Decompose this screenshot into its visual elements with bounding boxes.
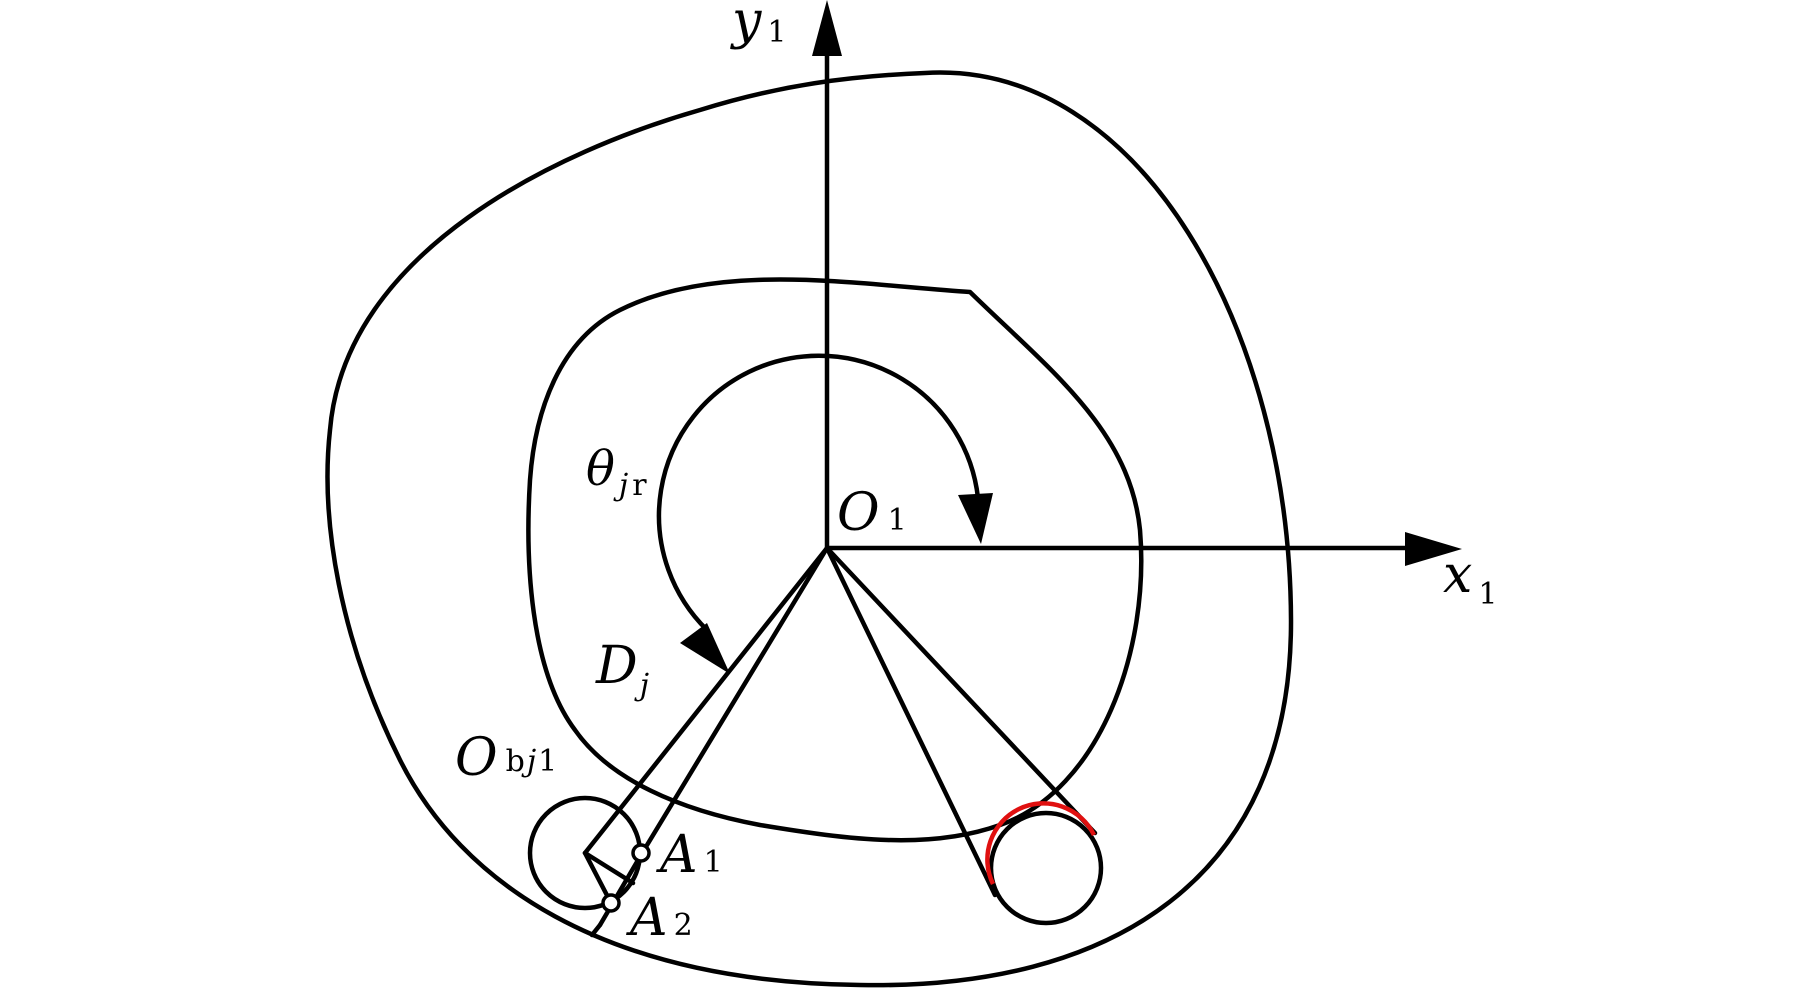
line-origin-to-roller-center	[582, 545, 830, 856]
dj-label: Dj	[595, 636, 649, 703]
outer-contour	[325, 70, 1294, 988]
theta-arc	[656, 353, 981, 633]
theta-arrowhead-bottom	[680, 623, 730, 674]
triangle-edge-1	[582, 850, 636, 886]
line-origin-to-a1	[638, 545, 830, 858]
line-a2-extension	[589, 922, 603, 938]
point-a1	[631, 843, 651, 863]
line-a1-to-a2	[597, 852, 644, 928]
inner-contour	[526, 277, 1144, 843]
right-roller-red-arc	[985, 801, 1097, 885]
point-a2	[601, 893, 621, 913]
line-origin-to-right-roller-right	[824, 545, 1098, 836]
right-roller-circle	[988, 810, 1104, 926]
y-axis-arrowhead	[812, 0, 842, 56]
line-origin-to-right-roller-left	[824, 545, 998, 898]
x-axis-arrowhead	[1405, 532, 1462, 566]
theta-arrowhead-top	[958, 493, 993, 544]
